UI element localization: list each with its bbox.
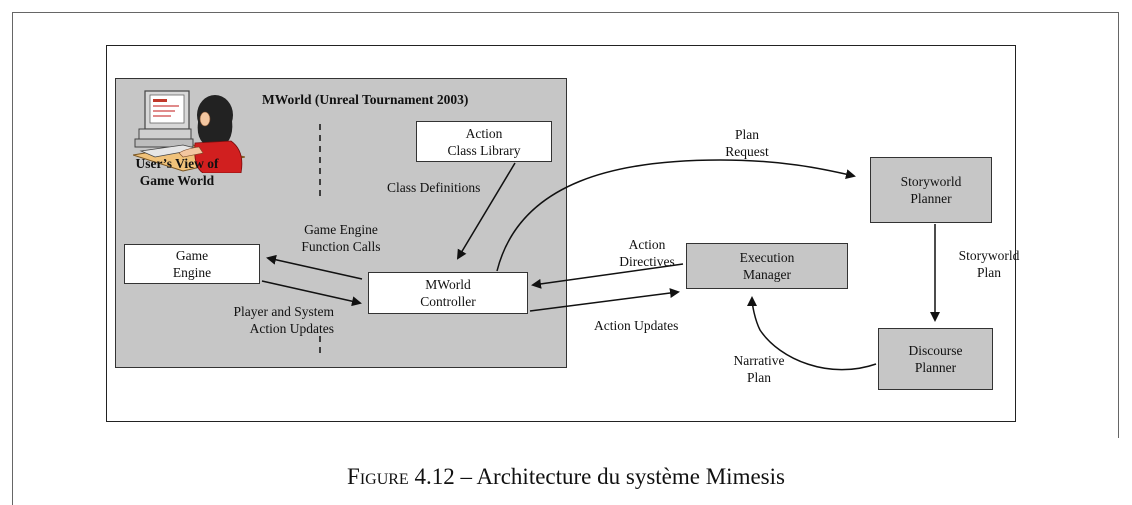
game-engine-label: Game Engine (172, 248, 212, 280)
game-engine-box: Game Engine (124, 244, 260, 284)
class-definitions-label: Class Definitions (387, 180, 481, 195)
page-right-rule (1118, 12, 1119, 438)
action-class-library-box: Action Class Library (416, 121, 552, 162)
mworld-region-title: MWorld (Unreal Tournament 2003) (262, 92, 469, 107)
user-view-label: User’s View of Game World (135, 156, 219, 188)
caption-figure-word: Figure (347, 464, 409, 489)
mworld-controller-box: MWorld Controller (368, 272, 528, 314)
storyworld-planner-box: Storyworld Planner (870, 157, 992, 223)
storyworld-plan-label: Storyworld Plan (958, 248, 1020, 280)
game-engine-function-calls-label: Game Engine Function Calls (301, 222, 381, 254)
user-at-computer-icon (133, 90, 245, 173)
action-class-library-label: Action Class Library (447, 125, 521, 158)
page-left-rule (12, 12, 13, 505)
plan-request-label: Plan Request (725, 127, 769, 159)
action-updates-label: Action Updates (594, 318, 679, 333)
action-directives-label: Action Directives (619, 237, 675, 269)
execution-manager-label: Execution Manager (739, 250, 795, 282)
execution-manager-box: Execution Manager (686, 243, 848, 289)
narrative-plan-label: Narrative Plan (733, 353, 785, 385)
discourse-planner-label: Discourse Planner (908, 343, 963, 375)
discourse-planner-box: Discourse Planner (878, 328, 993, 390)
page-top-rule (12, 12, 1119, 13)
figure-caption: Figure 4.12 – Architecture du système Mi… (0, 463, 1132, 491)
mworld-controller-label: MWorld Controller (420, 277, 476, 309)
storyworld-planner-label: Storyworld Planner (900, 174, 962, 206)
player-and-system-action-updates-label: Player and System Action Updates (233, 304, 335, 336)
caption-text: 4.12 – Architecture du système Mimesis (408, 464, 785, 489)
